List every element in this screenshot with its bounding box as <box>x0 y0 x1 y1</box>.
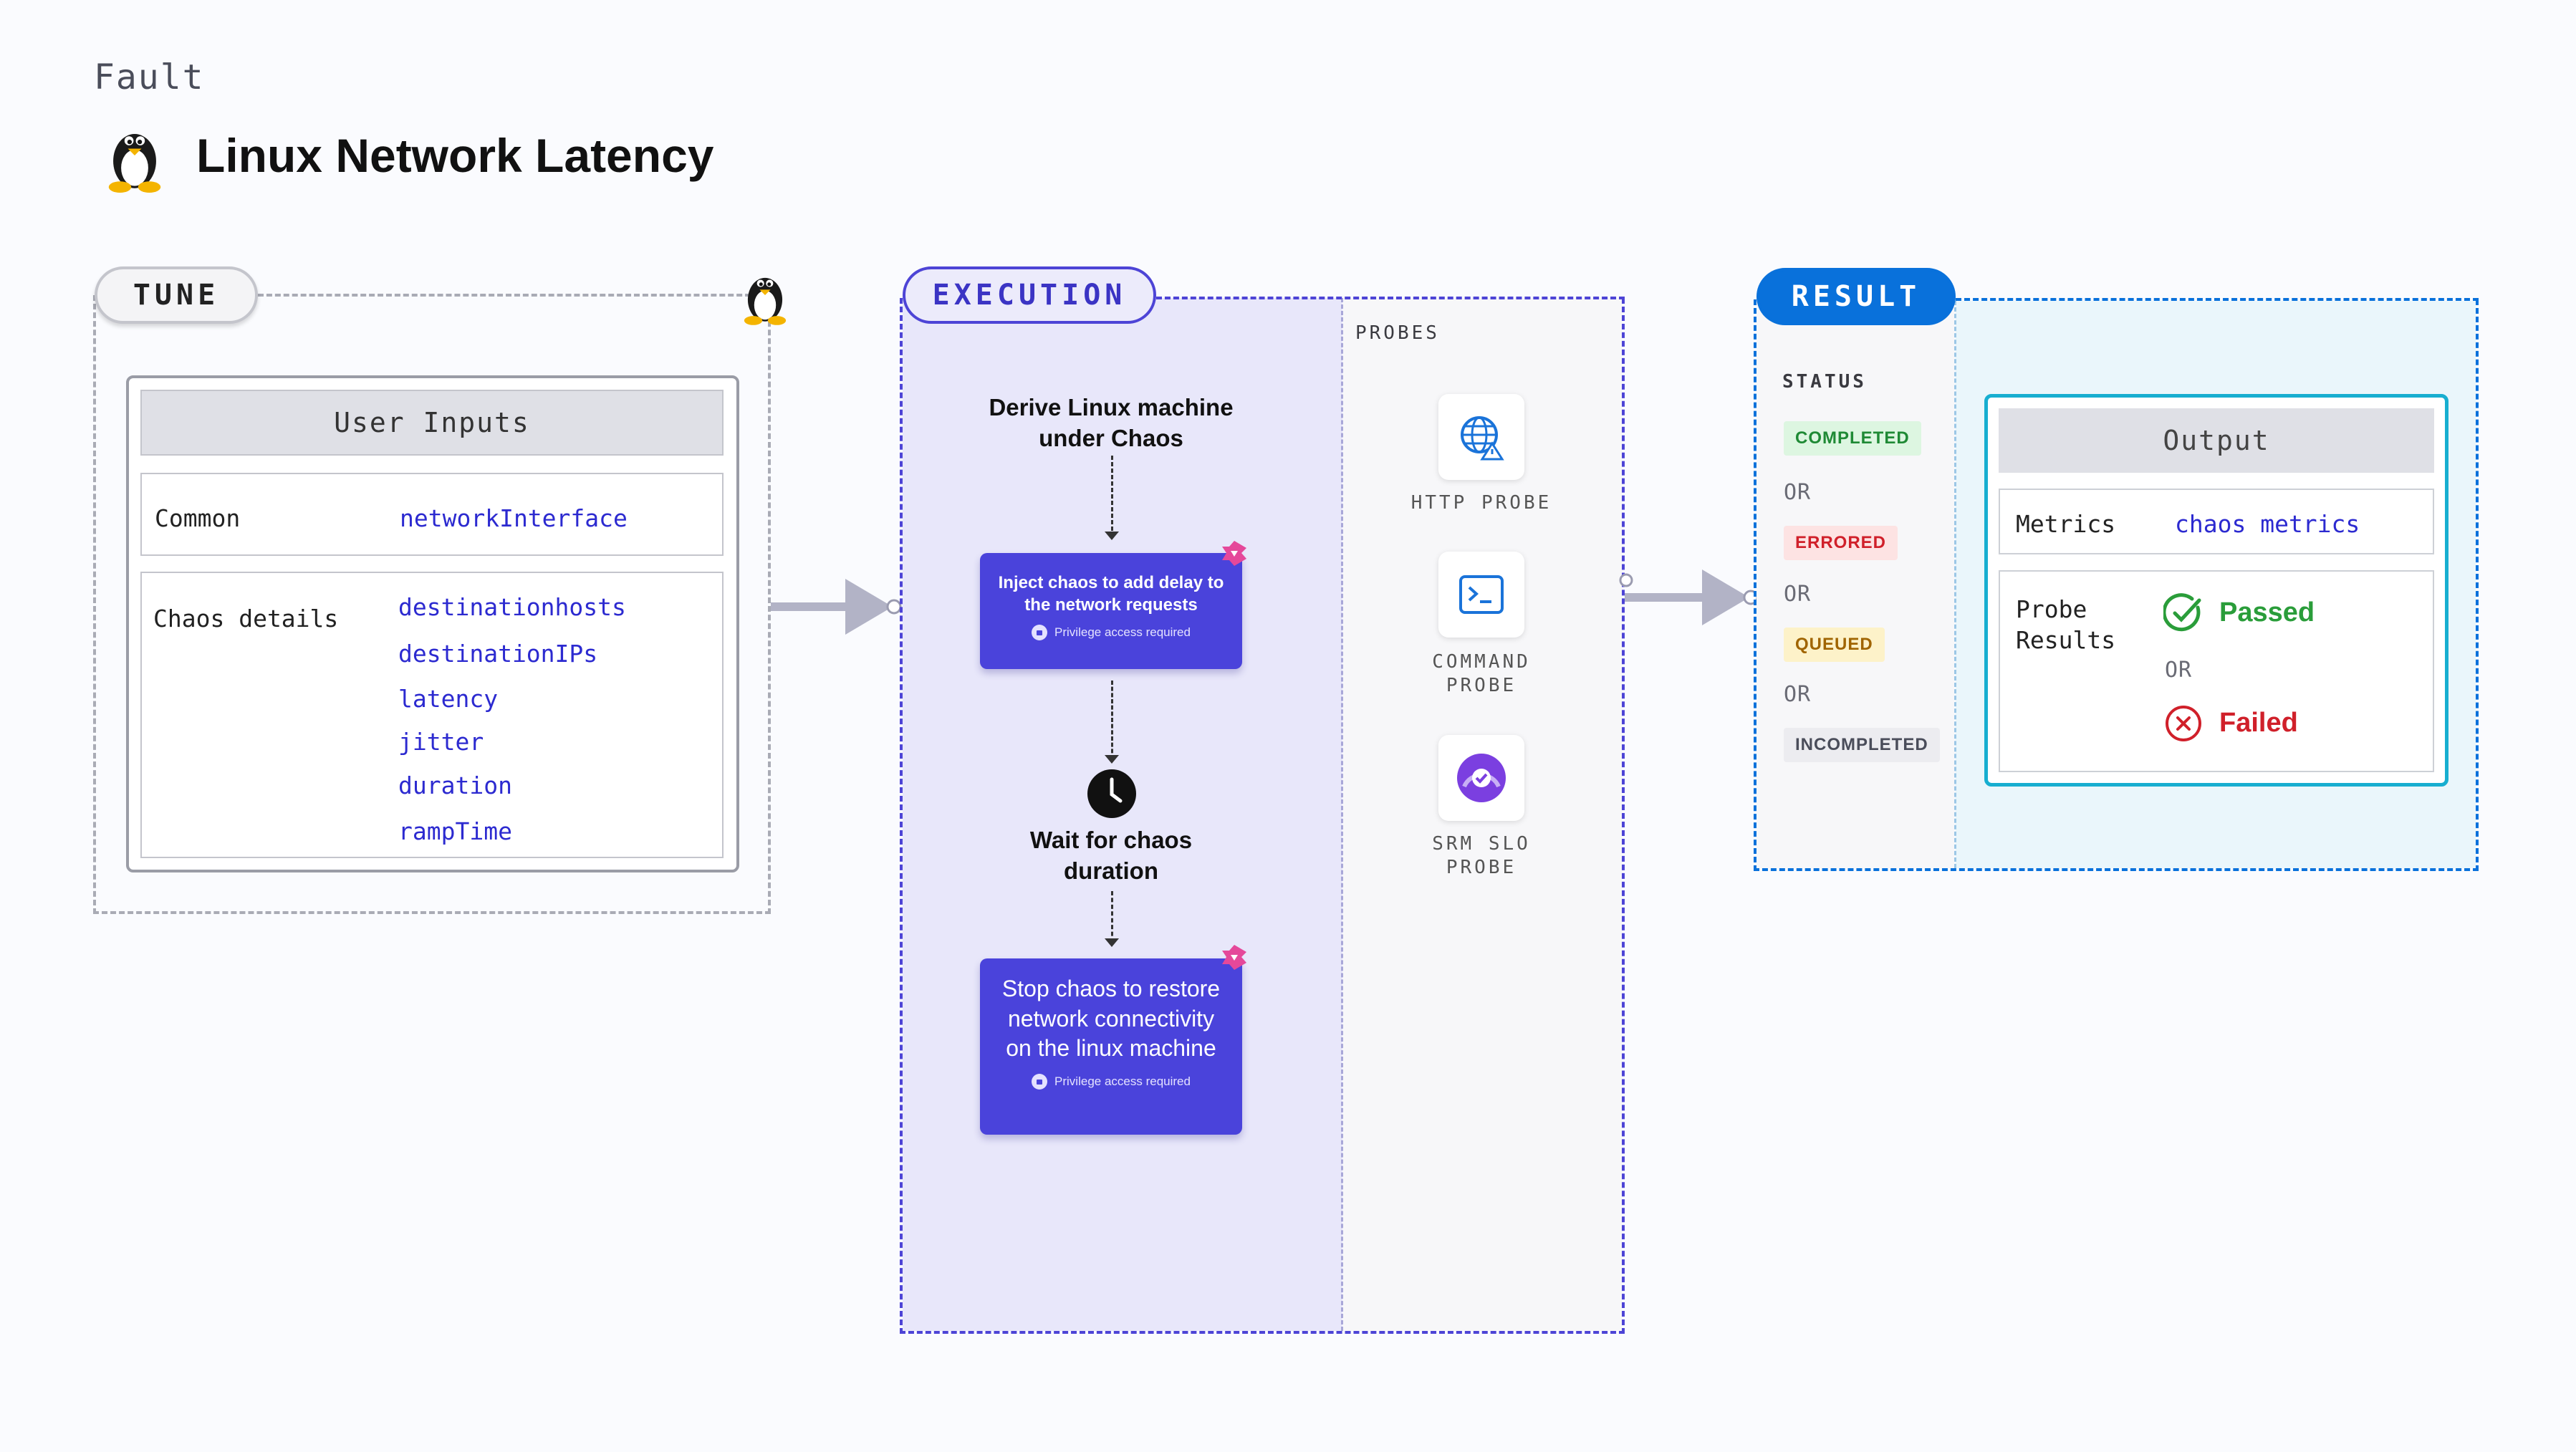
privilege-note-text: Privilege access required <box>1054 625 1191 640</box>
srm-slo-probe-label: SRM SLO PROBE <box>1390 832 1573 879</box>
or-separator: OR <box>2165 658 2193 683</box>
srm-slo-probe-label-text: SRM SLO PROBE <box>1432 833 1531 878</box>
x-circle-icon <box>2166 706 2201 741</box>
result-section <box>1754 299 2479 871</box>
inject-chaos-card: Inject chaos to add delay to the network… <box>980 553 1242 669</box>
status-errored-badge: ERRORED <box>1784 526 1898 560</box>
title-row: Linux Network Latency <box>100 118 714 193</box>
result-divider <box>1954 301 1956 868</box>
probe-results-label: Probe Results <box>2016 595 2116 654</box>
step-derive-machine: Derive Linux machine under Chaos <box>989 394 1234 451</box>
linux-penguin-icon <box>744 277 787 325</box>
command-probe-tile <box>1438 552 1524 638</box>
lock-icon <box>1032 1073 1048 1090</box>
param-jitter: jitter <box>398 728 484 756</box>
clock-icon <box>1087 769 1136 818</box>
check-circle-icon <box>2163 593 2201 632</box>
connector-line <box>1111 681 1113 759</box>
arrow-start-node <box>1619 573 1633 587</box>
param-network-interface: networkInterface <box>400 504 628 532</box>
linux-penguin-icon <box>108 134 161 193</box>
arrow-head-icon <box>1702 569 1759 625</box>
step-wait-duration: Wait for chaos duration <box>1029 827 1193 884</box>
srm-slo-probe-tile <box>1438 735 1524 821</box>
param-duration: duration <box>398 771 512 799</box>
privilege-note-text: Privilege access required <box>1054 1074 1191 1088</box>
metrics-label: Metrics <box>2016 510 2116 538</box>
srm-slo-icon <box>1457 754 1506 802</box>
param-destinationips: destinationIPs <box>398 640 598 668</box>
status-title: STATUS <box>1782 371 1867 393</box>
status-completed-badge: COMPLETED <box>1784 421 1921 456</box>
connector-arrowhead <box>1105 532 1119 540</box>
or-separator: OR <box>1784 480 1812 505</box>
stop-chaos-card: Stop chaos to restore network connectivi… <box>980 958 1242 1135</box>
execution-top-border <box>1156 297 1625 299</box>
metrics-row <box>1999 489 2434 554</box>
fault-kicker: Fault <box>94 57 205 97</box>
arrow-execution-to-result <box>1625 593 1706 602</box>
probe-failed-text: Failed <box>2219 708 2298 738</box>
or-separator: OR <box>1784 682 1812 707</box>
lock-icon <box>1032 625 1048 641</box>
common-row <box>140 473 724 556</box>
connector-line <box>1111 456 1113 537</box>
user-inputs-header: User Inputs <box>140 390 724 456</box>
http-globe-icon <box>1461 416 1504 461</box>
chaos-badge-icon <box>1222 945 1246 970</box>
param-destinationhosts: destinationhosts <box>398 593 626 621</box>
privilege-note: Privilege access required <box>980 1073 1242 1090</box>
result-top-border <box>1956 298 2479 301</box>
probe-results-row <box>1999 570 2434 772</box>
or-separator: OR <box>1784 582 1812 607</box>
common-label: Common <box>155 504 241 532</box>
inject-chaos-text: Inject chaos to add delay to the network… <box>998 573 1224 615</box>
privilege-note: Privilege access required <box>980 625 1242 641</box>
connector-arrowhead <box>1105 938 1119 947</box>
status-incompleted-badge: INCOMPLETED <box>1784 728 1940 762</box>
connector-line <box>1111 891 1113 943</box>
command-terminal-icon <box>1459 575 1504 614</box>
command-probe-label-text: COMMAND PROBE <box>1432 651 1531 696</box>
param-latency: latency <box>398 685 499 713</box>
chaos-details-label: Chaos details <box>153 605 339 633</box>
command-probe-label: COMMAND PROBE <box>1390 650 1573 697</box>
tune-top-border <box>258 294 759 297</box>
probes-title: PROBES <box>1355 322 1440 344</box>
status-queued-badge: QUEUED <box>1784 628 1885 662</box>
status-area <box>1756 301 1954 868</box>
tune-section <box>93 295 771 914</box>
http-probe-label: HTTP PROBE <box>1410 492 1552 514</box>
probe-passed-text: Passed <box>2219 597 2315 628</box>
http-probe-tile <box>1438 394 1524 480</box>
stop-chaos-text: Stop chaos to restore network connectivi… <box>1001 976 1221 1062</box>
connector-arrowhead <box>1105 755 1119 764</box>
param-ramptime: rampTime <box>398 817 512 845</box>
metrics-value: chaos metrics <box>2175 510 2360 538</box>
execution-section <box>900 298 1625 1334</box>
chaos-details-row <box>140 572 724 858</box>
execution-divider <box>1341 298 1343 1331</box>
arrow-tune-to-execution <box>771 602 850 611</box>
tune-pill: TUNE <box>95 266 258 324</box>
result-pill: RESULT <box>1756 268 1956 325</box>
page-title: Linux Network Latency <box>196 129 714 182</box>
output-header: Output <box>1999 408 2434 473</box>
arrow-head-icon <box>845 579 902 635</box>
chaos-badge-icon <box>1222 541 1246 566</box>
execution-pill: EXECUTION <box>903 266 1156 324</box>
user-inputs-card <box>126 375 739 872</box>
